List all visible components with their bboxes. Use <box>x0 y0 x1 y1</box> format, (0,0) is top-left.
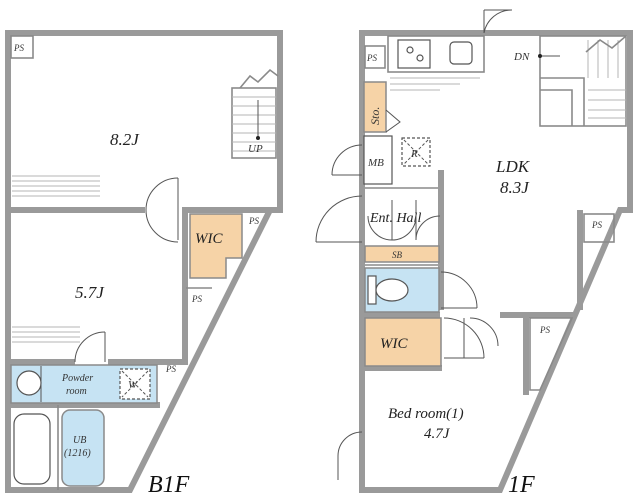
f1-ldk-line1: LDK <box>495 157 531 176</box>
b1f-ps-box-1 <box>10 35 34 59</box>
f1-kitchen-counter <box>387 35 485 91</box>
f1-bed-line1: Bed room(1) <box>388 406 464 422</box>
b1f-ub-room <box>61 409 105 487</box>
b1f-door-1 <box>145 177 179 243</box>
b1f-floor-hatch-mid <box>12 326 80 343</box>
b1f-wic-room <box>189 213 243 279</box>
f1-wic-door <box>443 317 499 359</box>
f1-entrance-door <box>315 195 363 243</box>
f1-stove <box>397 39 431 69</box>
b1f-w-mark: W <box>128 379 138 391</box>
f1-ent-hall-label: Ent. Hall <box>369 211 421 226</box>
b1f-ps-2: PS <box>248 216 259 226</box>
f1-plan: PS Sto. MB R <box>315 9 633 498</box>
f1-wic-room <box>364 317 442 367</box>
f1-toilet-door <box>440 271 478 309</box>
f1-floor-label: 1F <box>508 472 535 498</box>
f1-toilet-tank <box>367 275 377 305</box>
b1f-wic-label: WIC <box>195 231 223 247</box>
f1-ps-box-2 <box>583 213 615 243</box>
f1-staircase <box>538 35 627 127</box>
f1-ps-box-3 <box>529 317 574 391</box>
f1-ps-1: PS <box>366 53 377 63</box>
f1-r-mark: R <box>410 148 418 160</box>
f1-ps-box-1 <box>364 45 386 69</box>
f1-shoe-box <box>364 245 440 263</box>
f1-dn-label: DN <box>513 51 530 63</box>
f1-meter-box <box>363 135 393 185</box>
b1f-door-2 <box>74 331 106 363</box>
b1f-ps-1: PS <box>13 43 24 53</box>
f1-ldk-line2: 8.3J <box>500 178 530 197</box>
b1f-room-57: 5.7J <box>75 283 105 302</box>
b1f-floor-label: B1F <box>148 472 190 498</box>
f1-outer-wall <box>359 30 633 493</box>
f1-bed-line2: 4.7J <box>424 426 451 442</box>
b1f-bathtub <box>13 413 51 485</box>
b1f-washbasin <box>16 370 42 396</box>
b1f-powder-line2: room <box>66 386 87 397</box>
f1-mb-door <box>331 144 363 176</box>
f1-toilet-bowl <box>375 278 409 302</box>
b1f-floor-hatch-top <box>12 175 100 197</box>
b1f-plan: PS UP 8.2J <box>5 30 283 498</box>
f1-storage <box>363 81 387 133</box>
b1f-ps-4: PS <box>165 364 176 374</box>
f1-hall-doors <box>367 200 441 241</box>
b1f-ub-line1: UB <box>73 435 86 446</box>
b1f-up-label: UP <box>248 143 263 155</box>
b1f-ub-line2: (1216) <box>64 448 91 459</box>
b1f-powder-line1: Powder <box>61 373 93 384</box>
f1-wic-label: WIC <box>380 336 408 352</box>
f1-top-door <box>483 9 513 34</box>
f1-sb-label: SB <box>392 250 403 260</box>
f1-mb-label: MB <box>367 157 384 169</box>
b1f-room-82: 8.2J <box>110 130 140 149</box>
f1-sto-label: Sto. <box>368 107 382 125</box>
b1f-staircase <box>231 68 279 159</box>
b1f-ps-3: PS <box>191 294 202 304</box>
f1-ps-2: PS <box>591 220 602 230</box>
f1-sink <box>449 41 473 65</box>
f1-ps-3: PS <box>539 325 550 335</box>
f1-bed-window <box>337 431 363 480</box>
